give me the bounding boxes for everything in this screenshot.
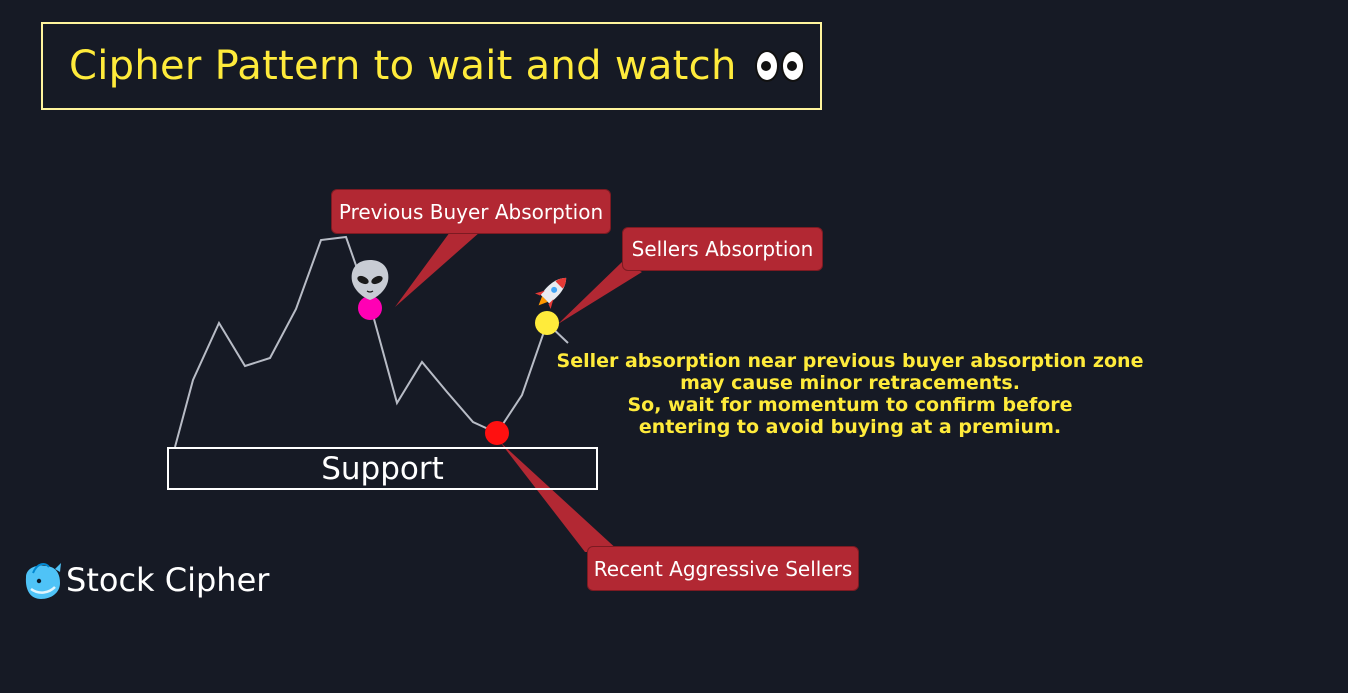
note-line: So, wait for momentum to confirm before — [627, 394, 1073, 416]
support-label: Support — [321, 450, 444, 487]
title-box: Cipher Pattern to wait and watch — [41, 22, 822, 110]
annotation-note: Seller absorption near previous buyer ab… — [540, 350, 1160, 438]
eyes-icon — [754, 50, 807, 82]
page-title: Cipher Pattern to wait and watch — [69, 43, 737, 89]
buyer-absorption-dot — [358, 296, 382, 320]
rocket-icon — [535, 277, 567, 309]
pointer-sellers-absorption — [558, 262, 642, 324]
brand: Stock Cipher — [22, 561, 269, 599]
alien-icon — [351, 260, 389, 300]
note-line: may cause minor retracements. — [680, 372, 1020, 394]
note-line: entering to avoid buying at a premium. — [638, 416, 1062, 438]
pointer-previous-buyer — [395, 232, 480, 307]
support-zone: Support — [167, 447, 598, 490]
seller-absorption-dot — [535, 311, 559, 335]
aggressive-seller-dot — [485, 421, 509, 445]
callout-sellers-absorption: Sellers Absorption — [622, 227, 823, 271]
whale-logo-icon — [25, 563, 61, 599]
brand-name: Stock Cipher — [66, 561, 270, 599]
pointer-recent-sellers — [500, 442, 620, 552]
callout-recent-aggressive-sellers: Recent Aggressive Sellers — [587, 546, 859, 591]
note-line: Seller absorption near previous buyer ab… — [556, 350, 1144, 372]
callout-previous-buyer-absorption: Previous Buyer Absorption — [331, 189, 611, 234]
